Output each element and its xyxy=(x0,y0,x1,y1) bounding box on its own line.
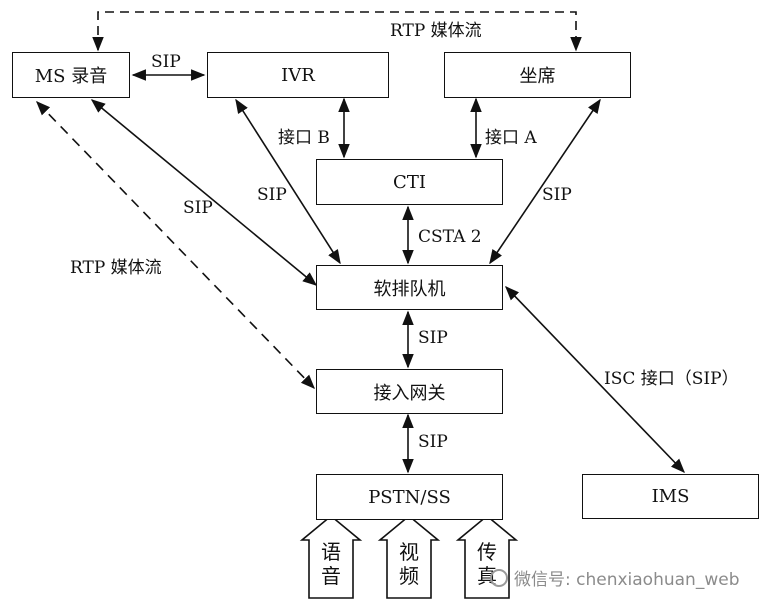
cti-node: CTI xyxy=(316,159,503,205)
sip-gateway-pstn-label: SIP xyxy=(418,432,448,452)
sip-ivr-queue-label: SIP xyxy=(257,185,287,205)
csta2-label: CSTA 2 xyxy=(418,227,482,247)
voice-input-label: 语音 xyxy=(321,540,341,588)
isc-interface-connector xyxy=(505,285,685,474)
voice-block-arrow xyxy=(299,514,363,599)
rtp-left-connector xyxy=(35,100,316,390)
sip-queue-gateway-label: SIP xyxy=(418,328,448,348)
ms-recorder-node: MS 录音 xyxy=(12,52,130,98)
isc-interface-label: ISC 接口（SIP） xyxy=(604,369,739,389)
rtp-left-label: RTP 媒体流 xyxy=(70,258,162,278)
watermark-text: 微信号: chenxiaohuan_web xyxy=(514,570,740,590)
watermark: 微信号: chenxiaohuan_web xyxy=(490,565,739,590)
video-block-arrow xyxy=(377,514,441,599)
video-input-label: 视频 xyxy=(399,540,419,588)
pstn-ss-node: PSTN/SS xyxy=(316,474,503,520)
interface-b-label: 接口 B xyxy=(278,128,330,148)
wechat-icon xyxy=(490,568,508,587)
sip-agent-queue-connector xyxy=(489,98,601,265)
rtp-top-connector xyxy=(92,11,582,52)
interface-a-label: 接口 A xyxy=(485,128,537,148)
agent-node: 坐席 xyxy=(444,52,631,98)
sip-agent-queue-label: SIP xyxy=(542,185,572,205)
ims-node: IMS xyxy=(582,474,759,519)
sip-ms-queue-label: SIP xyxy=(183,198,213,218)
rtp-top-label: RTP 媒体流 xyxy=(388,16,484,41)
sip-ms-ivr-label: SIP xyxy=(151,52,181,72)
soft-queue-node: 软排队机 xyxy=(316,265,503,310)
ivr-node: IVR xyxy=(207,52,389,98)
access-gateway-node: 接入网关 xyxy=(316,369,503,414)
fax-input-label: 传真 xyxy=(477,540,497,588)
